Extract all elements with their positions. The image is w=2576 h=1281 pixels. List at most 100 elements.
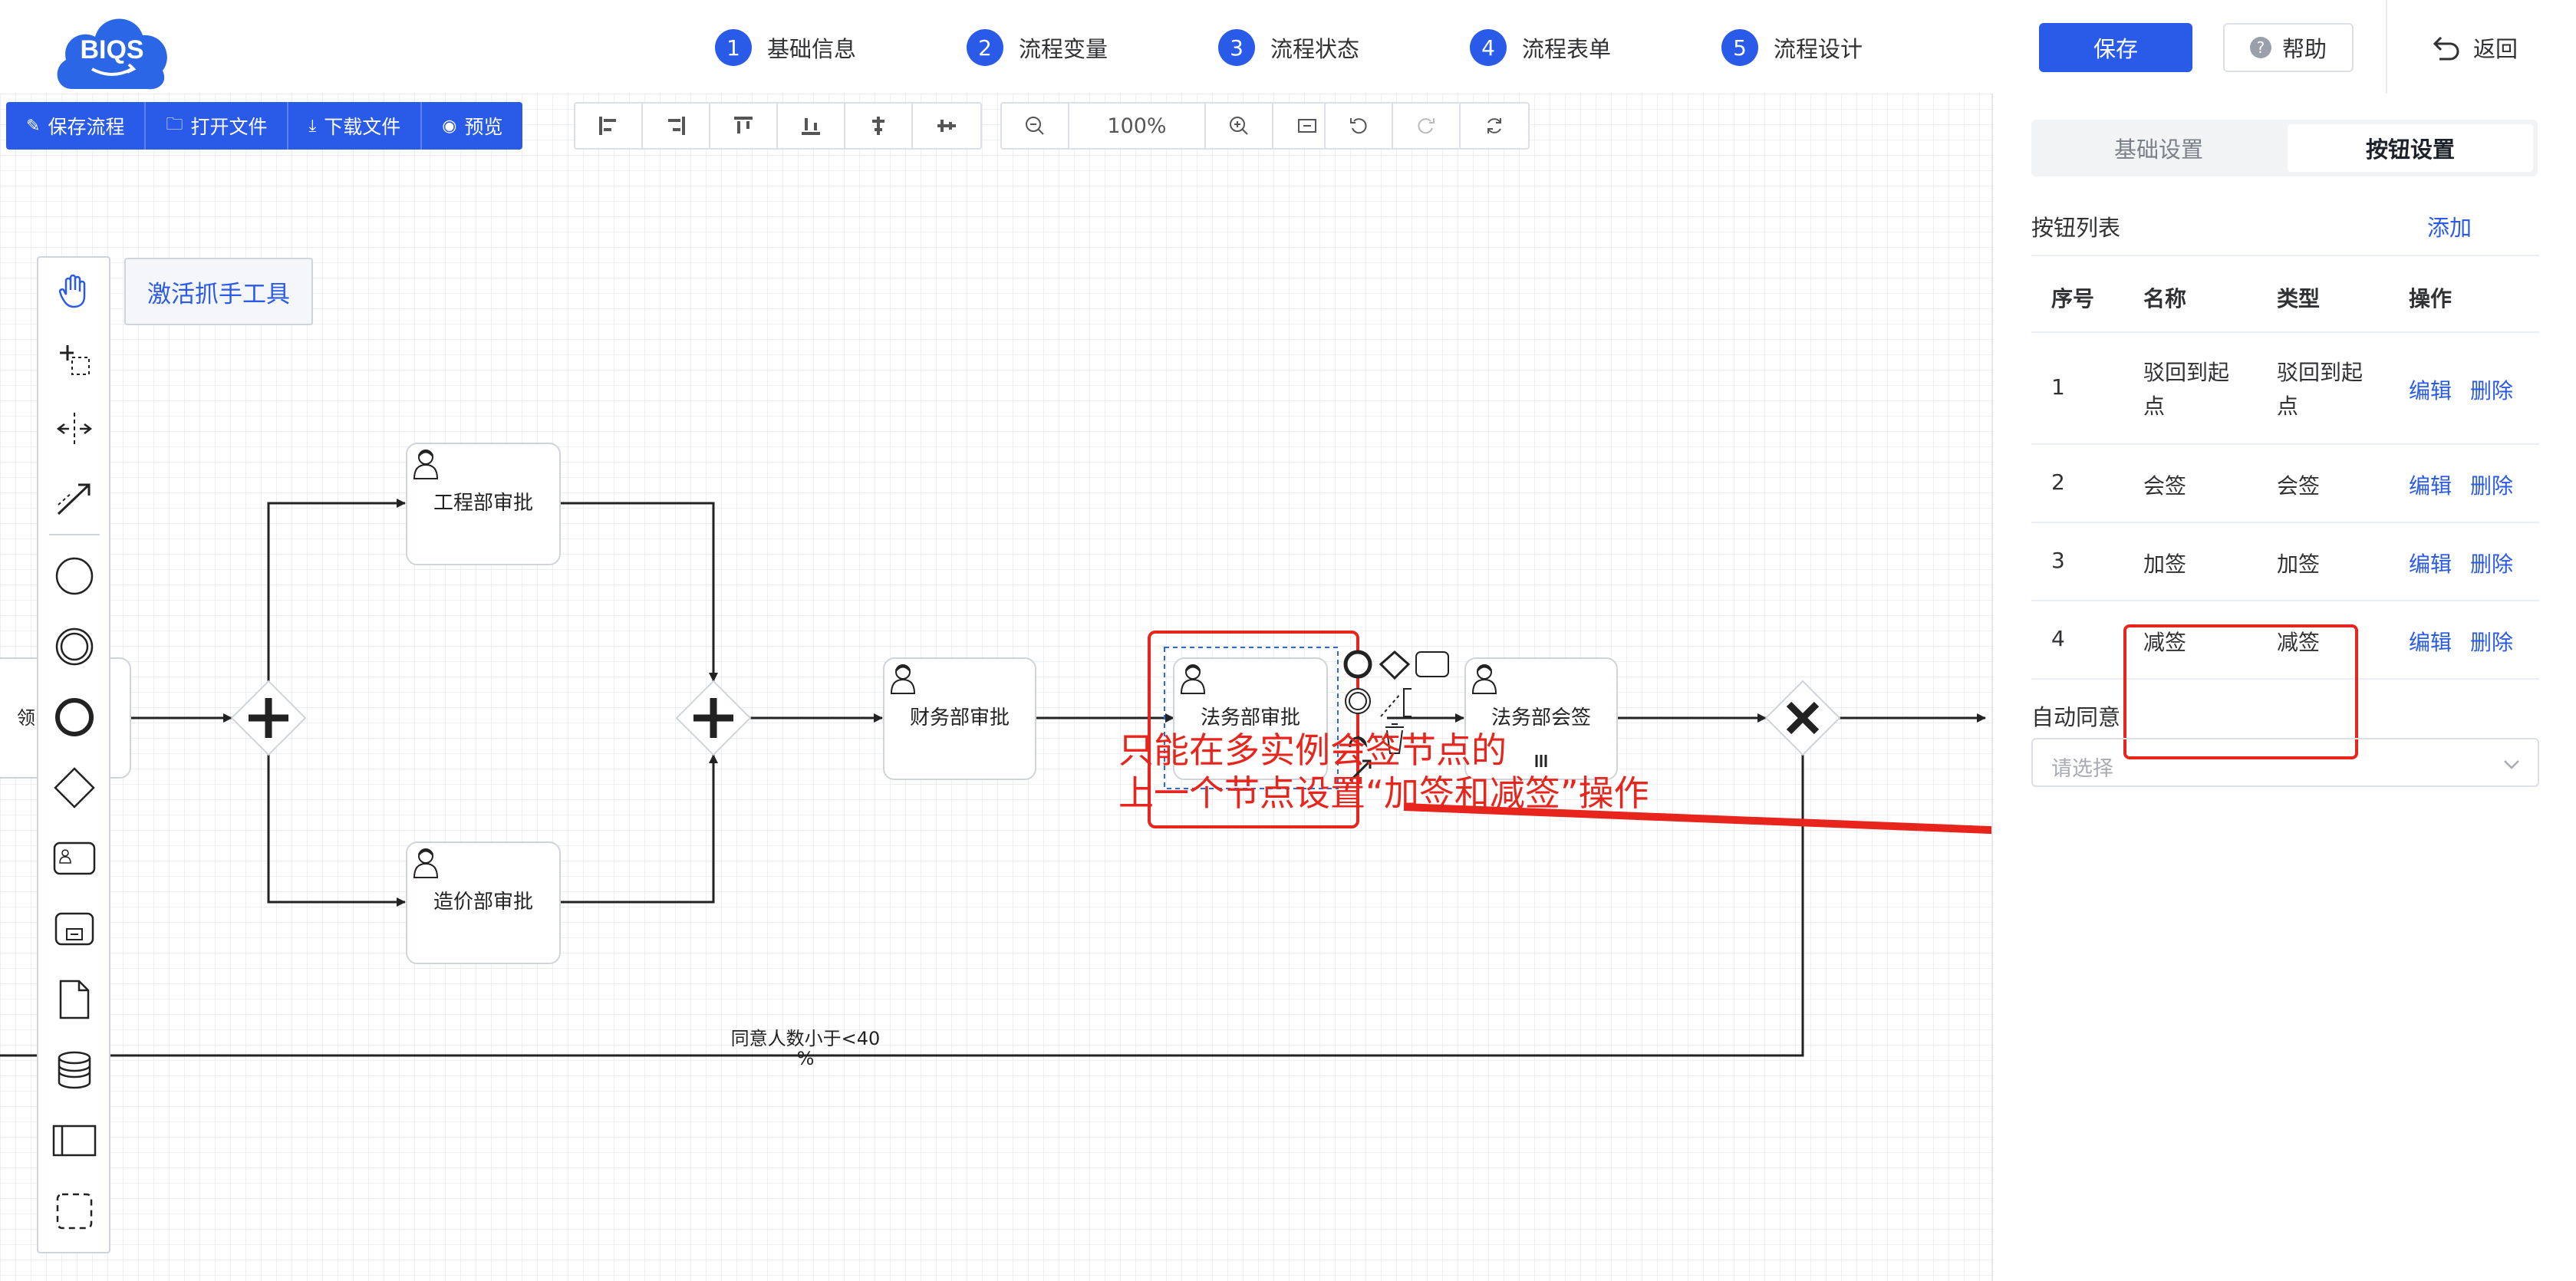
zoom-in-icon[interactable] [1206, 104, 1273, 148]
task-engineering[interactable]: 工程部审批 [406, 443, 561, 565]
task-legal[interactable]: 法务部审批 [1148, 631, 1359, 828]
tab-basic-settings[interactable]: 基础设置 [2113, 137, 2203, 163]
align-center-icon[interactable] [845, 104, 913, 148]
file-toolbar: ✎保存流程 🗀打开文件 ⤓下载文件 ◉ 预览 [6, 102, 523, 150]
lasso-tool-icon[interactable] [48, 333, 101, 387]
delete-link[interactable]: 删除 [2470, 378, 2514, 403]
task-finance-label: 财务部审批 [910, 706, 1010, 729]
redo-icon[interactable] [1393, 104, 1461, 148]
reset-icon[interactable] [1461, 104, 1528, 148]
delete-link[interactable]: 删除 [2470, 630, 2514, 655]
user-task-icon [890, 664, 916, 694]
edit-link[interactable]: 编辑 [2409, 378, 2452, 403]
append-end-event-icon[interactable] [1343, 650, 1372, 679]
start-event-icon[interactable] [48, 549, 101, 603]
exclusive-gateway[interactable] [1764, 680, 1841, 756]
edit-link[interactable]: 编辑 [2409, 552, 2452, 577]
preview-button[interactable]: ◉ 预览 [422, 102, 522, 150]
flow-gateway-to-engineering[interactable] [267, 499, 406, 681]
task-cost[interactable]: 造价部审批 [406, 841, 561, 964]
download-file-button[interactable]: ⤓下载文件 [288, 102, 423, 150]
task-left-partial-label: 领 [17, 707, 35, 729]
col-type: 类型 [2277, 286, 2321, 311]
delete-trash-icon[interactable] [1385, 723, 1404, 754]
subprocess-icon[interactable] [48, 902, 101, 956]
space-tool-icon[interactable] [48, 402, 101, 456]
connect-arrow-icon[interactable] [1349, 759, 1372, 782]
zoom-out-icon[interactable] [1002, 104, 1069, 148]
eye-icon: ◉ [442, 116, 457, 136]
save-flow-button[interactable]: ✎保存流程 [6, 102, 147, 150]
data-object-icon[interactable] [48, 973, 101, 1026]
connect-association-icon[interactable] [1380, 693, 1402, 717]
task-icon[interactable] [48, 831, 101, 885]
wrench-icon[interactable] [1349, 735, 1368, 748]
undo-icon[interactable] [1326, 104, 1393, 148]
sequence-flows [0, 499, 1986, 1057]
global-connect-tool-icon[interactable] [48, 471, 101, 525]
open-file-button[interactable]: 🗀打开文件 [146, 102, 289, 150]
col-no: 序号 [2051, 286, 2095, 311]
fit-view-icon[interactable] [1273, 104, 1341, 148]
flow-engineering-to-join[interactable] [560, 502, 718, 682]
bpmn-canvas[interactable]: 领 工程部审批 造价部审批 财务部审批 [0, 94, 1991, 1281]
download-icon: ⤓ [308, 116, 317, 136]
step-4-label: 流程表单 [1522, 36, 1612, 62]
edit-link[interactable]: 编辑 [2409, 473, 2452, 499]
flow-gateway-to-cost[interactable] [267, 755, 406, 907]
align-top-icon[interactable] [710, 104, 778, 148]
align-left-icon[interactable] [575, 104, 643, 148]
data-store-icon[interactable] [48, 1043, 101, 1097]
append-task-icon[interactable] [1415, 651, 1449, 677]
edit-link[interactable]: 编辑 [2409, 630, 2452, 655]
task-finance[interactable]: 财务部审批 [883, 657, 1036, 780]
tab-button-settings[interactable]: 按钮设置 [2288, 124, 2533, 172]
condition-label-line2: % [797, 1048, 815, 1069]
append-gateway-icon[interactable] [1379, 650, 1411, 680]
intermediate-event-icon[interactable] [48, 620, 101, 673]
add-button-link[interactable]: 添加 [2427, 215, 2472, 241]
table-header: 序号 名称 类型 操作 [2031, 255, 2539, 333]
condition-label-line1: 同意人数小于<40 [731, 1028, 881, 1049]
question-icon: ? [2249, 37, 2271, 58]
panel-tabs: 基础设置 按钮设置 [2031, 120, 2538, 176]
task-legal-countersign[interactable]: 法务部会签 [1464, 657, 1618, 780]
biqs-logo[interactable]: BIQS [51, 3, 173, 94]
preview-label: 预览 [464, 116, 503, 138]
delete-link[interactable]: 删除 [2470, 552, 2514, 577]
annotation-line-1: 只能在多实例会签节点的 [1118, 729, 1507, 771]
align-right-icon[interactable] [643, 104, 710, 148]
pool-participant-icon[interactable] [48, 1114, 101, 1167]
auto-agree-select[interactable]: 请选择 [2031, 738, 2539, 787]
gateway-icon[interactable] [48, 761, 101, 815]
row-name: 会签 [2143, 473, 2187, 499]
properties-panel: 基础设置 按钮设置 按钮列表 添加 序号 名称 类型 操作 1 驳回到起 点 驳… [1991, 94, 2576, 1281]
back-label: 返回 [2473, 36, 2518, 62]
parallel-gateway-join[interactable] [675, 680, 752, 756]
col-name: 名称 [2143, 286, 2187, 311]
step-2-label: 流程变量 [1019, 36, 1108, 62]
parallel-gateway-split[interactable] [230, 680, 307, 756]
user-task-icon [1471, 664, 1497, 694]
save-button[interactable]: 保存 [2039, 23, 2192, 72]
context-pad [1343, 650, 1449, 782]
group-icon[interactable] [48, 1184, 101, 1238]
end-event-icon[interactable] [48, 690, 101, 744]
save-flow-label: 保存流程 [48, 116, 125, 138]
back-button[interactable]: 返回 [2432, 23, 2518, 72]
text-annotation-icon[interactable] [1403, 688, 1412, 717]
help-button[interactable]: ?帮助 [2223, 23, 2354, 72]
align-bottom-icon[interactable] [778, 104, 845, 148]
flow-xor-reject[interactable] [0, 755, 1804, 1057]
align-middle-icon[interactable] [913, 104, 980, 148]
flow-cost-to-join[interactable] [560, 754, 718, 904]
hand-tool-icon[interactable] [48, 264, 101, 318]
table-row: 3 加签 加签 编辑 删除 [2031, 523, 2539, 601]
auto-agree-label: 自动同意 [2031, 704, 2121, 730]
delete-link[interactable]: 删除 [2470, 473, 2514, 499]
